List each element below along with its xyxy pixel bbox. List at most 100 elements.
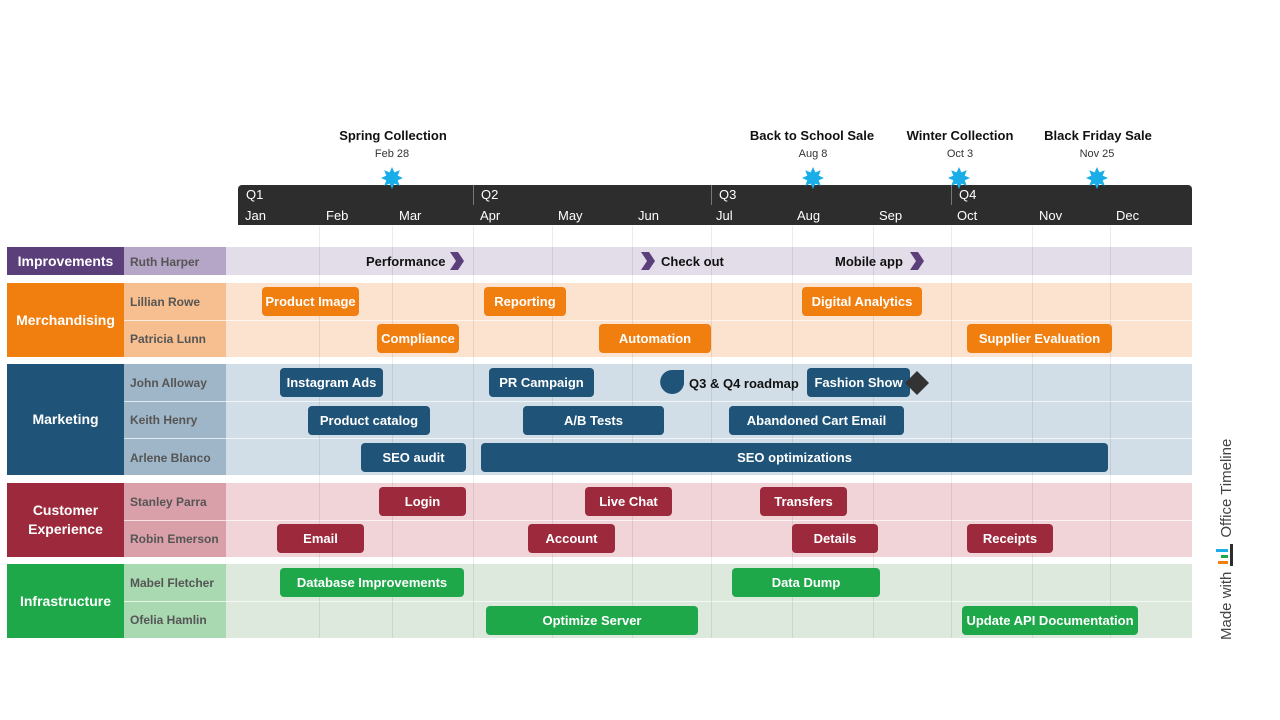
month-gridline <box>473 226 474 638</box>
swimlane-divider <box>124 601 1192 602</box>
star-milestone-icon <box>948 167 970 189</box>
track-bg <box>226 247 1192 275</box>
quarter-label: Q4 <box>959 187 977 202</box>
swimlane-name: Keith Henry <box>130 413 198 427</box>
swimlane-name: John Alloway <box>130 376 207 390</box>
task-bar[interactable]: Compliance <box>377 324 459 353</box>
task-bar[interactable]: Digital Analytics <box>802 287 922 316</box>
swimlane-name: Patricia Lunn <box>130 332 207 346</box>
task-bar[interactable]: Automation <box>599 324 711 353</box>
quarter-label: Q2 <box>481 187 499 202</box>
diamond-milestone-icon <box>905 371 929 395</box>
task-bar[interactable]: Supplier Evaluation <box>967 324 1112 353</box>
quarter-label: Q3 <box>719 187 737 202</box>
month-label: Apr <box>480 208 501 223</box>
month-label: Jan <box>245 208 266 223</box>
milestone-title: Back to School Sale <box>749 128 875 143</box>
milestone-title: Winter Collection <box>906 128 1014 143</box>
month-label: Jul <box>716 208 733 223</box>
task-bar[interactable]: Optimize Server <box>486 606 698 635</box>
quarter-divider <box>711 185 712 205</box>
month-label: Dec <box>1116 208 1140 223</box>
task-bar[interactable]: Instagram Ads <box>280 368 383 397</box>
quarter-divider <box>951 185 952 205</box>
task-bar[interactable]: Login <box>379 487 466 516</box>
watermark-prefix: Made with <box>1217 571 1235 640</box>
chevron-right-icon <box>910 252 924 270</box>
office-timeline-logo-icon <box>1216 543 1233 566</box>
task-bar[interactable]: Data Dump <box>732 568 880 597</box>
task-bar[interactable]: A/B Tests <box>523 406 664 435</box>
task-bar[interactable]: Account <box>528 524 615 553</box>
task-bar[interactable]: Product catalog <box>308 406 430 435</box>
watermark-brand: Office Timeline <box>1217 438 1235 538</box>
group-label: Improvements <box>7 247 124 275</box>
group-label: Customer Experience <box>7 483 124 557</box>
swimlane-name: Robin Emerson <box>130 532 219 546</box>
month-bar: Jan Feb Mar Apr May Jun Jul Aug Sep Oct … <box>238 205 1192 225</box>
milestone-date: Oct 3 <box>946 148 974 160</box>
star-milestone-icon <box>1086 167 1108 189</box>
quarter-bar: Q1 Q2 Q3 Q4 <box>238 185 1192 205</box>
task-bar[interactable]: Update API Documentation <box>962 606 1138 635</box>
swimlane-divider <box>124 520 1192 521</box>
month-gridline <box>1032 226 1033 638</box>
chevron-right-icon <box>641 252 655 270</box>
swimlane-name: Mabel Fletcher <box>130 576 215 590</box>
month-gridline <box>1110 226 1111 638</box>
month-label: Oct <box>957 208 978 223</box>
month-label: Aug <box>797 208 821 223</box>
task-bar[interactable]: Database Improvements <box>280 568 464 597</box>
watermark: Made with Office Timeline <box>1216 400 1236 640</box>
improvement-milestone-label: Check out <box>661 254 724 269</box>
chevron-right-icon <box>450 252 464 270</box>
task-bar[interactable]: Live Chat <box>585 487 672 516</box>
milestone-title: Black Friday Sale <box>1044 128 1152 143</box>
milestone-title: Spring Collection <box>339 128 447 143</box>
quarter-label: Q1 <box>246 187 264 202</box>
task-bar[interactable]: Abandoned Cart Email <box>729 406 904 435</box>
swimlane-name: Stanley Parra <box>130 495 207 509</box>
task-bar[interactable]: PR Campaign <box>489 368 594 397</box>
task-bar[interactable]: Transfers <box>760 487 847 516</box>
star-milestone-icon <box>802 167 824 189</box>
swimlane-divider <box>124 401 1192 402</box>
group-label: Marketing <box>7 364 124 475</box>
month-label: May <box>558 208 583 223</box>
month-gridline <box>951 226 952 638</box>
month-label: Sep <box>879 208 903 223</box>
swimlane-label-bg <box>124 247 226 275</box>
swimlane-name: Ofelia Hamlin <box>130 613 207 627</box>
swimlane-divider <box>124 438 1192 439</box>
task-bar[interactable]: SEO optimizations <box>481 443 1108 472</box>
roadmap-milestone-label: Q3 & Q4 roadmap <box>689 376 799 391</box>
swimlane-divider <box>124 320 1192 321</box>
milestone-marker-icon <box>660 370 684 394</box>
month-label: Mar <box>399 208 422 223</box>
improvement-milestone-label: Mobile app <box>835 254 903 269</box>
task-bar[interactable]: Reporting <box>484 287 566 316</box>
task-bar[interactable]: Receipts <box>967 524 1053 553</box>
task-bar[interactable]: SEO audit <box>361 443 466 472</box>
quarter-divider <box>473 185 474 205</box>
task-bar[interactable]: Fashion Show <box>807 368 910 397</box>
group-improvements: Improvements Ruth Harper <box>7 247 1192 275</box>
task-bar[interactable]: Email <box>277 524 364 553</box>
group-label: Infrastructure <box>7 564 124 638</box>
task-bar[interactable]: Product Image <box>262 287 359 316</box>
star-milestone-icon <box>381 167 403 189</box>
milestone-date: Aug 8 <box>798 148 828 160</box>
month-label: Nov <box>1039 208 1063 223</box>
group-label: Merchandising <box>7 283 124 357</box>
task-bar[interactable]: Details <box>792 524 878 553</box>
swimlane-label-bg <box>124 364 226 475</box>
swimlane-name: Arlene Blanco <box>130 451 211 465</box>
swimlane-name: Ruth Harper <box>130 255 200 269</box>
swimlane-name: Lillian Rowe <box>130 295 201 309</box>
milestone-date: Feb 28 <box>374 148 410 160</box>
month-label: Jun <box>638 208 659 223</box>
month-gridline <box>711 226 712 638</box>
improvement-milestone-label: Performance <box>366 254 446 269</box>
month-label: Feb <box>326 208 349 223</box>
milestone-date: Nov 25 <box>1079 148 1115 160</box>
